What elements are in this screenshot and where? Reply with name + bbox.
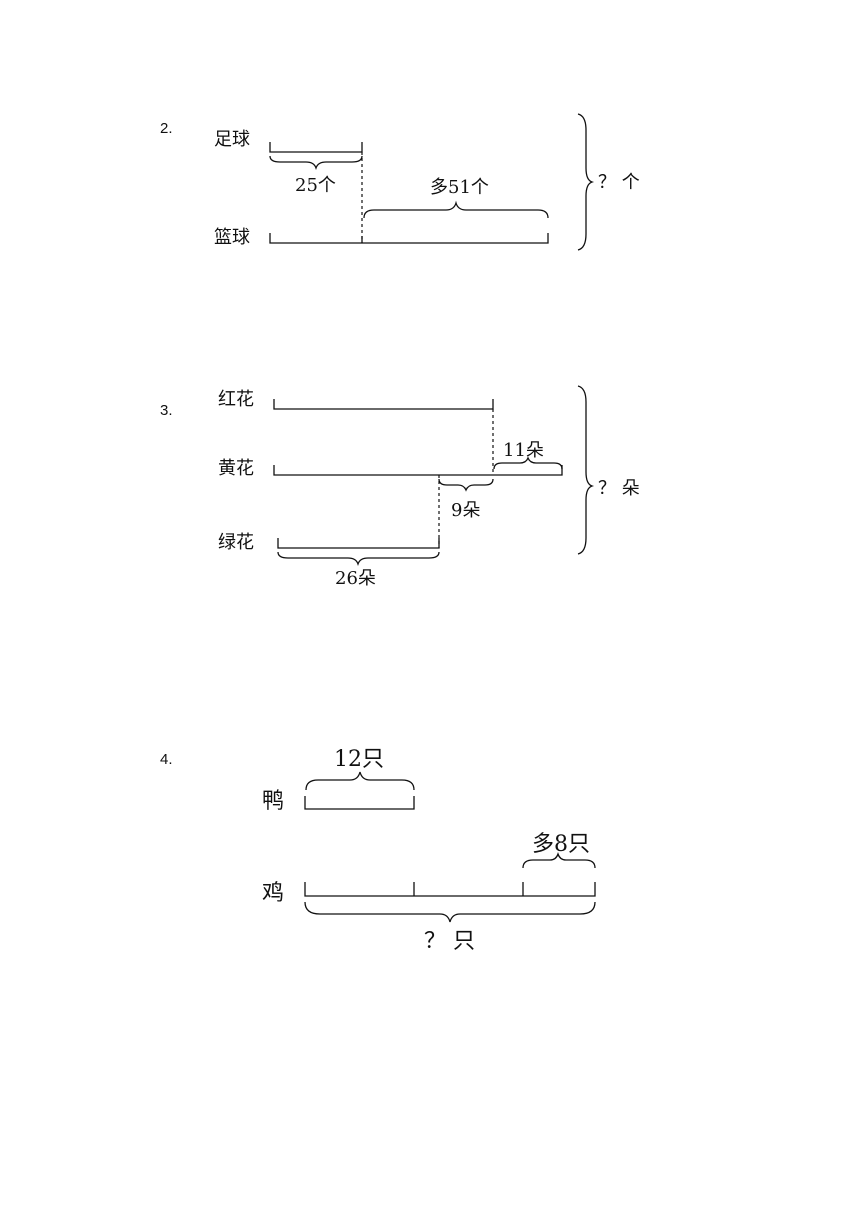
problem-4-number: 4. [160, 751, 173, 768]
total-brace [577, 385, 595, 555]
football-count-label: 25个 [295, 175, 336, 196]
yellow-segment [273, 465, 563, 476]
extra-label: 多8只 [532, 832, 590, 857]
duck-label: 鸭 [262, 789, 284, 814]
total-label: ？ 个 [598, 172, 640, 193]
difference-brace [438, 478, 494, 492]
yellow-extra-brace [493, 456, 563, 470]
chicken-label: 鸡 [262, 881, 284, 906]
extra-brace [522, 851, 596, 869]
green-count-label: 26朵 [335, 568, 376, 589]
football-brace [269, 155, 363, 171]
extra-label: 多51个 [430, 177, 489, 198]
chicken-segment [304, 882, 596, 897]
football-segment [269, 142, 363, 153]
basketball-label: 篮球 [214, 227, 250, 248]
basketball-segment [269, 233, 549, 244]
green-segment [277, 538, 440, 549]
total-brace [577, 113, 595, 251]
red-flower-label: 红花 [218, 389, 254, 410]
duck-brace [305, 771, 415, 791]
yellow-extra-label: 11朵 [503, 440, 544, 461]
duck-segment [304, 796, 415, 810]
extra-brace [363, 200, 549, 219]
total-brace [304, 901, 596, 923]
green-brace [277, 551, 440, 567]
green-flower-label: 绿花 [218, 532, 254, 553]
total-label: ？ 只 [424, 929, 475, 954]
problem-4: 4. 12只 鸭 多8只 鸡 ？ 只 [160, 747, 596, 954]
problem-3-number: 3. [160, 402, 173, 419]
red-segment [273, 399, 494, 410]
problem-2-number: 2. [160, 120, 173, 137]
total-label: ？ 朵 [598, 478, 640, 499]
difference-label: 9朵 [451, 500, 480, 521]
yellow-flower-label: 黄花 [218, 458, 254, 479]
problem-3: 3. 红花 黄花 绿花 11朵 9朵 26朵 ？ 朵 [160, 385, 640, 589]
football-label: 足球 [214, 129, 250, 150]
problem-2: 2. 足球 篮球 25个 多51个 ？ 个 [160, 113, 640, 251]
duck-count-label: 12只 [334, 747, 384, 772]
